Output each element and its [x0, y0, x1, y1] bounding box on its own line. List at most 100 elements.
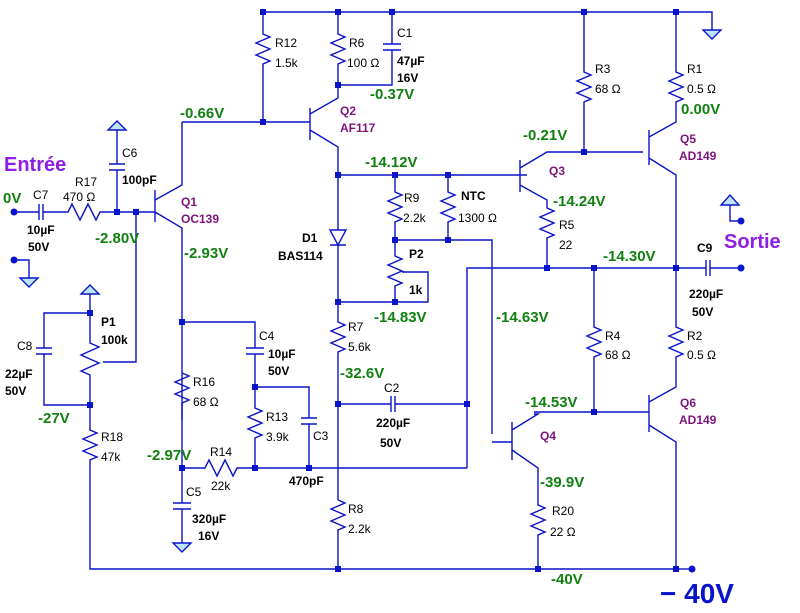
r17-ref: R17 — [75, 175, 98, 189]
voltage-q2-emitter: -0.37V — [370, 86, 415, 103]
ground-icon — [171, 542, 193, 553]
voltage-bias-low: -14.83V — [374, 309, 427, 326]
c7-voltage: 50V — [28, 240, 50, 254]
resistor-r6 — [329, 12, 347, 85]
r1-ref: R1 — [687, 62, 703, 76]
r16-ref: R16 — [193, 375, 216, 389]
c3-ref: C3 — [313, 429, 329, 443]
r18-value: 47k — [101, 450, 121, 464]
r13-value: 3.9k — [266, 430, 289, 444]
r2-ref: R2 — [687, 329, 703, 343]
wire-q1-collector — [154, 121, 263, 201]
d1-type: BAS114 — [278, 249, 323, 263]
resistor-r1 — [648, 12, 685, 138]
c1-value: 47µF — [397, 54, 425, 68]
r17-value: 470 Ω — [63, 190, 96, 204]
voltage-q1-collector: -0.66V — [180, 105, 225, 122]
transistor-q4 — [492, 413, 547, 569]
q5-ref: Q5 — [680, 132, 697, 146]
r7-value: 5.6k — [348, 340, 371, 354]
r7-ref: R7 — [348, 320, 364, 334]
transistor-q2 — [263, 85, 339, 175]
resistor-ntc — [439, 175, 457, 240]
voltage-in: 0V — [3, 190, 22, 207]
c1-ref: C1 — [397, 26, 413, 40]
c6-ref: C6 — [122, 146, 138, 160]
c9-ref: C9 — [697, 241, 713, 255]
voltage-r7-r8: -32.6V — [340, 365, 385, 382]
q6-ref: Q6 — [680, 396, 697, 410]
voltage-rail: -40V — [551, 571, 583, 588]
r12-value: 1.5k — [275, 56, 298, 70]
r9-ref: R9 — [404, 191, 420, 205]
c4-voltage: 50V — [268, 364, 290, 378]
c5-ref: C5 — [186, 485, 202, 499]
c2-ref: C2 — [384, 381, 400, 395]
r12-ref: R12 — [275, 36, 298, 50]
resistor-r18 — [81, 405, 680, 570]
r5-ref: R5 — [559, 218, 575, 232]
c8-ref: C8 — [17, 339, 33, 353]
resistor-r13 — [246, 387, 264, 468]
r8-value: 2.2k — [348, 522, 371, 536]
r18-ref: R18 — [101, 430, 124, 444]
c2-voltage: 50V — [380, 436, 402, 450]
voltage-q4-base: -14.63V — [496, 309, 549, 326]
resistor-r2 — [648, 268, 685, 403]
junction-dots — [87, 9, 679, 572]
r6-value: 100 Ω — [347, 56, 380, 70]
c8-voltage: 50V — [5, 384, 27, 398]
r16-value: 68 Ω — [193, 395, 219, 409]
supply-label: − 40V — [660, 578, 734, 609]
r1-value: 0.5 Ω — [687, 82, 716, 96]
capacitor-c1 — [338, 12, 401, 86]
voltage-q3-emitter: -14.24V — [553, 193, 606, 210]
capacitor-c2 — [338, 267, 680, 468]
r20-value: 22 Ω — [550, 525, 576, 539]
q2-type: AF117 — [340, 121, 376, 135]
c4-value: 10µF — [268, 347, 296, 361]
potentiometer-p1 — [36, 294, 101, 406]
r4-ref: R4 — [605, 329, 621, 343]
voltage-q4-collector: -39.9V — [540, 474, 585, 491]
r14-ref: R14 — [210, 445, 233, 459]
p1-value: 100k — [101, 333, 128, 347]
c8-value: 22µF — [5, 367, 33, 381]
r4-value: 68 Ω — [605, 348, 631, 362]
c2-value: 220µF — [376, 416, 411, 430]
q2-ref: Q2 — [340, 104, 357, 118]
ntc-value: 1300 Ω — [458, 211, 497, 225]
voltage-q3-collector: -0.21V — [523, 127, 568, 144]
q3-ref: Q3 — [549, 164, 566, 178]
ground-icon — [719, 193, 741, 206]
resistor-r12 — [254, 12, 272, 122]
ground-icon — [18, 277, 40, 288]
ground-icon — [701, 29, 723, 40]
c7-ref: C7 — [33, 188, 49, 202]
voltage-q4-emitter: -14.53V — [525, 394, 578, 411]
transistor-q3 — [519, 151, 643, 268]
voltage-output-node: -14.30V — [603, 248, 656, 265]
resistor-r7 — [329, 302, 347, 500]
r3-ref: R3 — [595, 62, 611, 76]
r2-value: 0.5 Ω — [687, 348, 716, 362]
r14-value: 22k — [211, 479, 231, 493]
resistor-r14 — [182, 458, 467, 478]
c3-value: 470pF — [289, 474, 324, 488]
wire-top-rail — [263, 11, 713, 30]
wire-p1-wiper — [103, 212, 137, 363]
capacitor-c5 — [173, 468, 191, 543]
resistor-r9 — [386, 175, 404, 240]
ground-icon — [79, 284, 101, 295]
p2-value: 1k — [409, 283, 423, 297]
voltage-q2-collector: -14.12V — [365, 154, 418, 171]
d1-ref: D1 — [302, 231, 318, 245]
q4-ref: Q4 — [540, 429, 557, 443]
resistor-r4 — [585, 268, 603, 412]
diode-d1 — [328, 175, 348, 302]
voltage-p1-low: -27V — [38, 410, 70, 427]
resistor-r8 — [329, 499, 347, 569]
c7-value: 10µF — [27, 223, 55, 237]
ground-icon — [106, 120, 128, 131]
